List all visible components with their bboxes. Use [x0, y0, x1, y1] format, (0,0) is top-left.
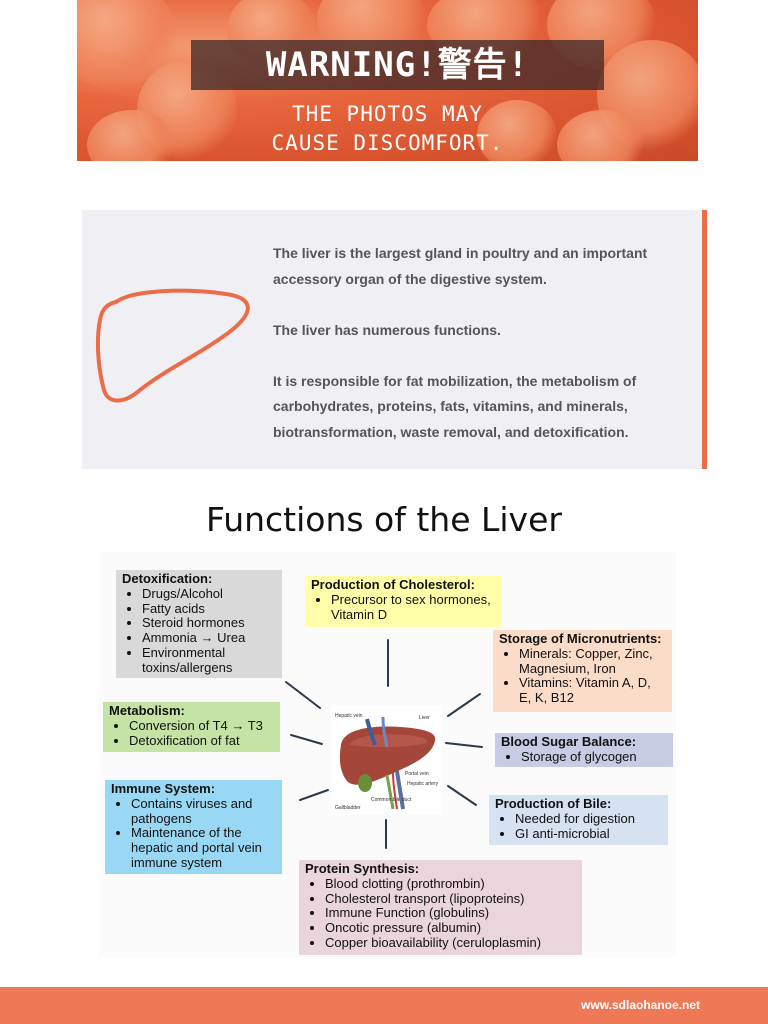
connector-line — [447, 693, 481, 717]
connector-line — [285, 681, 321, 709]
diagram-title: Functions of the Liver — [206, 500, 562, 539]
info-panel: The liver is the largest gland in poultr… — [82, 210, 707, 469]
info-text: The liver is the largest gland in poultr… — [273, 241, 693, 445]
list-item: Fatty acids — [142, 601, 276, 617]
protein-synthesis-box: Protein Synthesis: Blood clotting (proth… — [299, 860, 582, 955]
box-title: Storage of Micronutrients: — [499, 631, 662, 646]
immune-system-box: Immune System: Contains viruses and path… — [105, 780, 282, 874]
box-title: Production of Cholesterol: — [311, 577, 475, 592]
list-item: Precursor to sex hormones, Vitamin D — [331, 592, 495, 623]
website-link[interactable]: www.sdlaohanoe.net — [581, 998, 700, 1012]
list-item: Maintenance of the hepatic and portal ve… — [131, 825, 276, 870]
chick-shape — [87, 110, 177, 161]
box-title: Metabolism: — [109, 703, 185, 718]
warning-banner: WARNING!警告! THE PHOTOS MAY CAUSE DISCOMF… — [77, 0, 698, 161]
list-item: Oncotic pressure (albumin) — [325, 920, 576, 936]
list-item: Conversion of T4 → T3 — [129, 718, 274, 734]
list-item: Needed for digestion — [515, 811, 662, 827]
label-hepatic-vein: Hepatic vein — [335, 713, 363, 719]
chick-shape — [557, 110, 647, 161]
detoxification-box: Detoxification: Drugs/Alcohol Fatty acid… — [116, 570, 282, 678]
list-item: Immune Function (globulins) — [325, 906, 576, 921]
box-list: Minerals: Copper, Zinc, Magnesium, Iron … — [499, 646, 666, 706]
label-portal-vein: Portal vein — [405, 771, 429, 777]
bile-box: Production of Bile: Needed for digestion… — [489, 795, 668, 845]
box-title: Production of Bile: — [495, 796, 612, 811]
list-item: Storage of glycogen — [521, 749, 667, 765]
warning-title: WARNING!警告! — [265, 45, 530, 85]
info-paragraph-1: The liver is the largest gland in poultr… — [273, 245, 648, 287]
warning-line-1: THE PHOTOS MAY — [291, 102, 483, 126]
list-item: Cholesterol transport (lipoproteins) — [325, 891, 576, 907]
box-title: Blood Sugar Balance: — [501, 734, 637, 749]
list-item: Steroid hormones — [142, 616, 276, 631]
list-item: Drugs/Alcohol — [142, 586, 276, 602]
liver-anatomy-image: Hepatic vein Liver Portal vein Hepatic a… — [331, 705, 441, 815]
warning-title-box — [191, 40, 604, 90]
list-item: Environmental toxins/allergens — [142, 645, 276, 676]
info-paragraph-2: The liver has numerous functions. — [273, 321, 501, 338]
box-title: Detoxification: — [122, 571, 213, 586]
list-item: Ammonia → Urea — [142, 630, 276, 646]
list-item: Blood clotting (prothrombin) — [325, 876, 576, 892]
chick-shape — [477, 100, 557, 161]
label-hepatic-artery: Hepatic artery — [407, 781, 439, 787]
list-item: Detoxification of fat — [129, 733, 274, 749]
blood-sugar-box: Blood Sugar Balance: Storage of glycogen — [495, 733, 673, 767]
label-liver: Liver — [419, 715, 430, 721]
connector-line — [290, 734, 323, 745]
list-item: Vitamins: Vitamin A, D, E, K, B12 — [519, 676, 666, 706]
box-list: Needed for digestion GI anti-microbial — [495, 811, 662, 842]
footer-bar: www.sdlaohanoe.net — [0, 987, 768, 1024]
connector-line — [447, 785, 477, 806]
liver-outline-icon — [95, 288, 250, 403]
label-gallbladder: Gallbladder — [335, 805, 361, 811]
box-list: Storage of glycogen — [501, 749, 667, 765]
list-item: Minerals: Copper, Zinc, Magnesium, Iron — [519, 646, 666, 677]
info-paragraph-3: It is responsible for fat mobilization, … — [273, 372, 637, 440]
box-list: Conversion of T4 → T3 Detoxification of … — [109, 718, 274, 749]
connector-line — [299, 789, 329, 801]
list-item: Contains viruses and pathogens — [131, 796, 276, 827]
box-title: Protein Synthesis: — [305, 861, 420, 876]
cholesterol-box: Production of Cholesterol: Precursor to … — [305, 576, 501, 627]
connector-line — [445, 742, 483, 748]
warning-line-2: CAUSE DISCOMFORT. — [271, 131, 504, 155]
list-item: Copper bioavailability (ceruloplasmin) — [325, 935, 576, 951]
accent-bar — [702, 210, 707, 469]
label-common-bile-duct: Common bile duct — [371, 797, 412, 803]
box-title: Immune System: — [111, 781, 216, 796]
metabolism-box: Metabolism: Conversion of T4 → T3 Detoxi… — [103, 702, 280, 752]
box-list: Blood clotting (prothrombin) Cholesterol… — [305, 876, 576, 951]
box-list: Drugs/Alcohol Fatty acids Steroid hormon… — [122, 586, 276, 676]
list-item: GI anti-microbial — [515, 826, 662, 842]
box-list: Precursor to sex hormones, Vitamin D — [311, 592, 495, 623]
micronutrients-box: Storage of Micronutrients: Minerals: Cop… — [493, 630, 672, 712]
box-list: Contains viruses and pathogens Maintenan… — [111, 796, 276, 871]
